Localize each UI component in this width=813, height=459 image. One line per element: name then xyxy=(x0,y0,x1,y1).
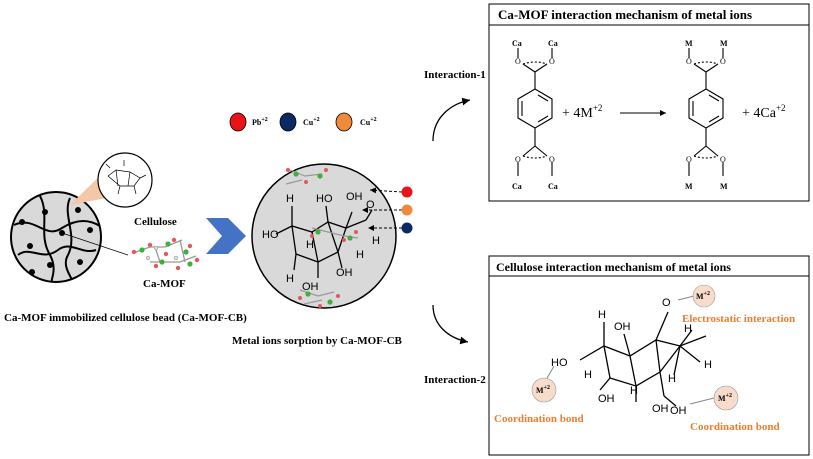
m-atom: M xyxy=(720,182,728,191)
camof-label: Ca-MOF xyxy=(143,278,186,290)
svg-text:H: H xyxy=(286,273,294,285)
oh-group-bottom-right: OH xyxy=(652,403,669,415)
cellulose-bead xyxy=(10,191,129,283)
process-chevron-arrow xyxy=(206,218,246,254)
ion-legend: Pb+2 Cu+2 Cu+2 xyxy=(229,112,377,132)
svg-text:HO: HO xyxy=(316,193,333,205)
metal-ion-electrostatic: M+2 xyxy=(692,284,716,308)
svg-text:H: H xyxy=(286,193,294,205)
svg-text:H: H xyxy=(372,235,380,247)
svg-text:M+2: M+2 xyxy=(718,393,732,403)
cu-ion-label-1: Cu xyxy=(303,118,314,127)
cu-ion-charge-1: +2 xyxy=(313,117,319,123)
coordination-label-left: Coordination bond xyxy=(494,413,584,425)
oh-group-bottom: OH xyxy=(598,393,615,405)
interaction-1-label: Interaction-1 xyxy=(424,69,486,81)
metal-ion-coordination-left: M+2 xyxy=(531,377,557,403)
o-atom: O xyxy=(720,155,726,164)
box2-title: Cellulose interaction mechanism of metal… xyxy=(496,260,731,274)
ca-atom: Ca xyxy=(512,182,522,191)
plus-4m-text: + 4M xyxy=(562,106,593,121)
plus-4ca-sup: +2 xyxy=(776,103,786,113)
h-atom: H xyxy=(584,369,592,381)
cu-ion-charge-2: +2 xyxy=(370,117,376,123)
m-atom: M xyxy=(720,39,728,48)
bead-caption: Ca-MOF immobilized cellulose bead (Ca-MO… xyxy=(4,312,247,324)
m-atom: M xyxy=(685,39,693,48)
svg-text:Cu+2: Cu+2 xyxy=(360,117,377,127)
incoming-ions xyxy=(362,186,413,234)
cu-ion-orange-icon xyxy=(335,112,353,132)
svg-text:M+2: M+2 xyxy=(536,385,550,395)
cellulose-zoom xyxy=(70,152,153,208)
svg-text:OH: OH xyxy=(336,267,353,279)
cu-ion-label-2: Cu xyxy=(360,118,371,127)
incoming-cu-orange-ion-icon xyxy=(401,204,413,216)
o-atom: O xyxy=(515,155,521,164)
ca-atom: Ca xyxy=(548,39,558,48)
o-atom: O xyxy=(549,57,555,66)
sorption-caption: Metal ions sorption by Ca-MOF-CB xyxy=(232,335,403,347)
incoming-cu-blue-ion-icon xyxy=(401,222,413,234)
interaction-2-arrow xyxy=(432,304,469,345)
o-atom-anion: O xyxy=(662,297,671,309)
coordination-label-right: Coordination bond xyxy=(690,421,780,433)
svg-text:+ 4Ca+2: + 4Ca+2 xyxy=(742,103,786,121)
h-atom: H xyxy=(704,359,712,371)
cellulose-label: Cellulose xyxy=(134,216,177,228)
svg-text:Cu+2: Cu+2 xyxy=(303,117,320,127)
interaction-1-arrow xyxy=(432,97,471,142)
box1-title: Ca-MOF interaction mechanism of metal io… xyxy=(498,7,752,22)
oh-group-top: OH xyxy=(614,321,631,333)
ca-atom: Ca xyxy=(512,39,522,48)
m-atom: M xyxy=(685,182,693,191)
h-atom: H xyxy=(668,373,676,385)
svg-text:M+2: M+2 xyxy=(696,291,710,301)
interaction-2-label: Interaction-2 xyxy=(424,374,486,386)
box-cellulose-mechanism: Cellulose interaction mechanism of metal… xyxy=(488,255,810,456)
svg-text:O: O xyxy=(366,199,375,211)
svg-text:+ 4M+2: + 4M+2 xyxy=(562,103,602,121)
h-atom: H xyxy=(684,323,692,335)
camof-structure-icon xyxy=(131,237,200,271)
pb-ion-icon xyxy=(229,112,247,132)
ca-atom: Ca xyxy=(548,182,558,191)
o-atom: O xyxy=(686,155,692,164)
pb-ion-label: Pb xyxy=(252,118,262,127)
oh-group-coordinated: OH xyxy=(670,405,687,417)
o-atom: O xyxy=(515,57,521,66)
o-atom: O xyxy=(720,57,726,66)
metal-ion-coordination-right: M+2 xyxy=(713,385,739,411)
h-atom: H xyxy=(598,309,606,321)
ho-group-left: HO xyxy=(551,357,568,369)
svg-text:H: H xyxy=(306,239,314,251)
plus-4ca-text: + 4Ca xyxy=(742,106,777,121)
h-atom: H xyxy=(630,385,638,397)
pb-ion-charge: +2 xyxy=(261,117,267,123)
incoming-pb-ion-icon xyxy=(401,186,413,198)
svg-text:HO: HO xyxy=(262,229,279,241)
svg-text:Pb+2: Pb+2 xyxy=(252,117,268,127)
o-atom: O xyxy=(549,155,555,164)
box-camof-mechanism: Ca-MOF interaction mechanism of metal io… xyxy=(488,3,810,202)
o-atom: O xyxy=(686,57,692,66)
svg-text:OH: OH xyxy=(302,281,319,293)
plus-4m-sup: +2 xyxy=(593,103,603,113)
electrostatic-label: Electrostatic interaction xyxy=(682,313,795,325)
svg-text:H: H xyxy=(356,249,364,261)
sorption-bead: HO H HO OH O H OH OH H H H xyxy=(251,163,397,309)
svg-text:OH: OH xyxy=(346,191,363,203)
cu-ion-blue-icon xyxy=(279,112,297,132)
